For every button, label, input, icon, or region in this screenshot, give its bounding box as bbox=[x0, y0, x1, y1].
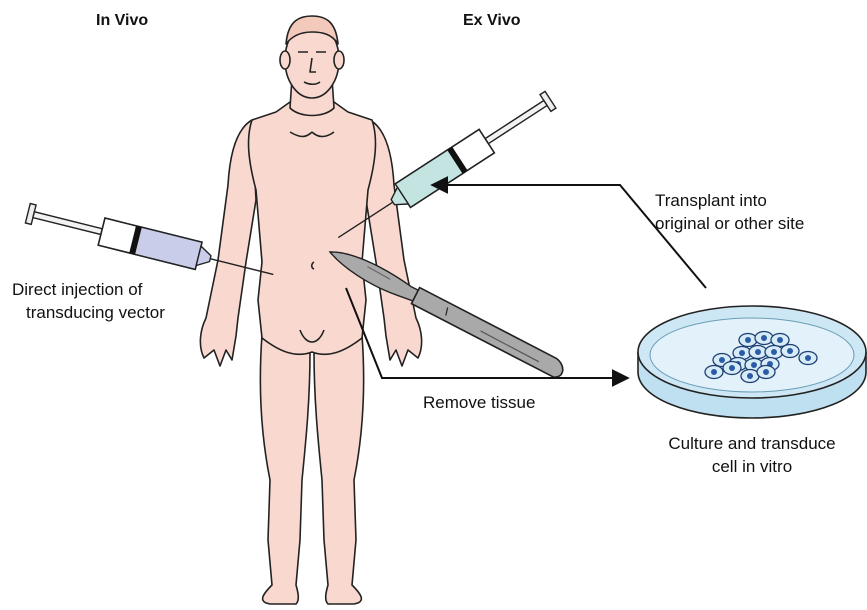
culture-label-line2: cell in vitro bbox=[640, 456, 864, 477]
in-vivo-heading: In Vivo bbox=[96, 10, 148, 31]
culture-label-line1: Culture and transduce bbox=[640, 433, 864, 454]
cell-icon bbox=[757, 366, 775, 379]
ex-vivo-heading: Ex Vivo bbox=[463, 10, 521, 31]
cell-icon bbox=[755, 332, 773, 345]
cell-icon bbox=[765, 346, 783, 359]
cell-icon bbox=[799, 352, 817, 365]
direct-injection-label-line2: transducing vector bbox=[26, 302, 165, 323]
remove-tissue-label: Remove tissue bbox=[423, 392, 535, 413]
cell-icon bbox=[705, 366, 723, 379]
cell-icon bbox=[723, 362, 741, 375]
cell-icon bbox=[739, 334, 757, 347]
direct-injection-label-line1: Direct injection of bbox=[12, 279, 142, 300]
cell-icon bbox=[741, 370, 759, 383]
human-figure bbox=[200, 16, 421, 604]
transplant-label-line2: original or other site bbox=[655, 213, 804, 234]
cell-icon bbox=[781, 345, 799, 358]
transplant-label-line1: Transplant into bbox=[655, 190, 767, 211]
cell-icon bbox=[749, 346, 767, 359]
